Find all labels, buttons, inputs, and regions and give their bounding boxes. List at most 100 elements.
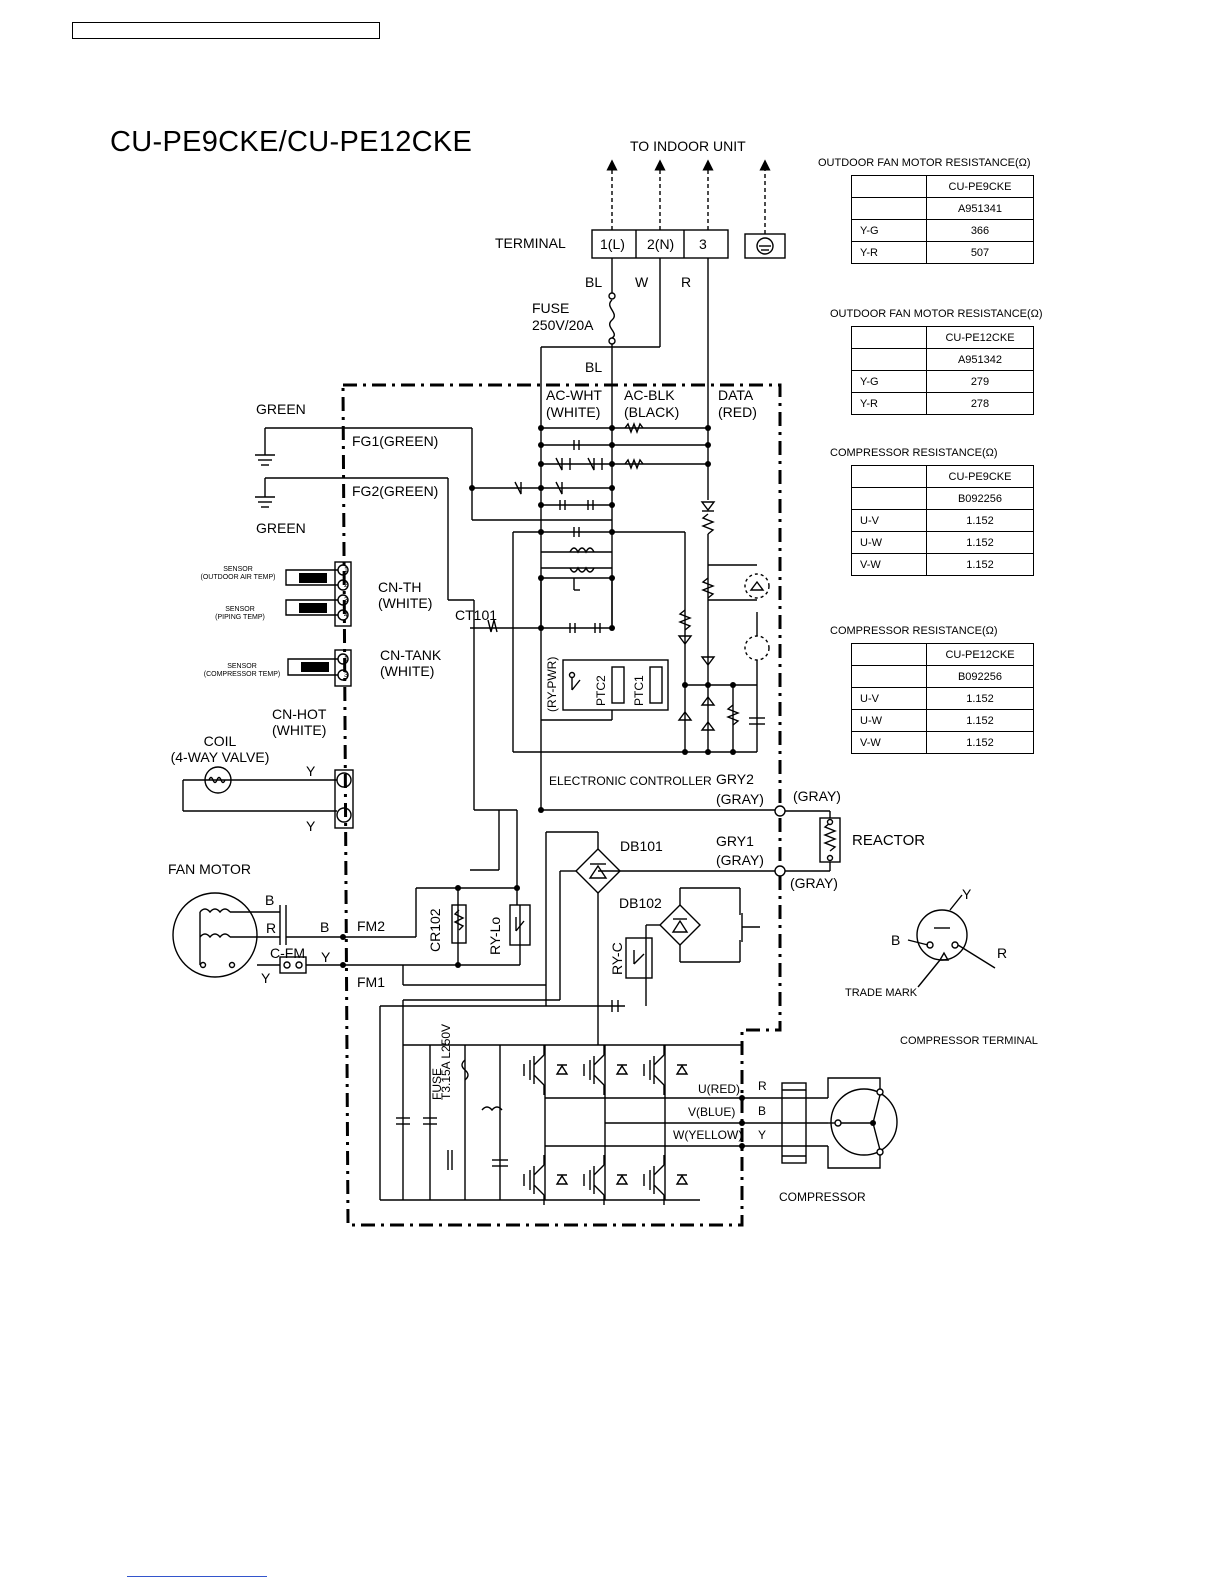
table-cell-key: Y-R [851,241,927,264]
table-cell-value: 366 [926,219,1034,242]
pin-tank-3: 3 [344,672,348,679]
compressor-label: COMPRESSOR [779,1190,866,1204]
ptc1-label: PTC1 [632,675,646,706]
reactor-label: REACTOR [852,832,925,849]
green-2: GREEN [256,520,306,536]
table-row: B092256 [851,487,1034,510]
fan-b: B [265,892,274,908]
coil-4way-valve [182,766,354,829]
table-cell-value: 279 [926,370,1034,393]
wire-y: Y [321,949,331,965]
sensor-2: SENSOR [225,606,255,613]
table-cell-value: CU-PE9CKE [926,465,1034,488]
ct-b: B [891,932,900,948]
table-cell-key [851,197,927,220]
table-row: CU-PE12CKE [851,643,1034,666]
coil-y-top: Y [306,763,316,779]
gry2-color: (GRAY) [716,791,764,807]
ct-r: R [997,945,1007,961]
cn-th-color: (WHITE) [378,595,432,611]
fm1-label: FM1 [357,974,385,990]
ptc2-label: PTC2 [594,675,608,706]
table-cell-value: A951341 [926,197,1034,220]
table-cell-value: 1.152 [926,731,1034,754]
fuse-label: FUSE [532,300,569,316]
resistance-table-title: COMPRESSOR RESISTANCE(Ω) [830,447,998,459]
table-cell-value: 1.152 [926,531,1034,554]
table-cell-key: U-V [851,687,927,710]
terminal-2: 2(N) [647,236,674,252]
ac-blk-label: AC-BLK [624,387,675,403]
igbt-transistor [643,1045,665,1095]
w-yellow-label: W(YELLOW) [673,1128,742,1142]
igbt-transistor [523,1155,545,1205]
freewheel-diode [555,1174,569,1185]
ac-wht-label: AC-WHT [546,387,602,403]
db101-label: DB101 [620,838,663,854]
inverter-module [380,1044,742,1201]
gry1-color: (GRAY) [716,852,764,868]
ct-y: Y [962,886,972,902]
ground-symbols [255,427,612,810]
table-row: B092256 [851,665,1034,688]
sensor-3: SENSOR [227,663,257,670]
table-cell-value: 1.152 [926,709,1034,732]
fan-y: Y [261,970,271,986]
sensor-1-sub: (OUTDOOR AIR TEMP) [201,574,276,581]
freewheel-diode [675,1064,689,1075]
table-row: CU-PE9CKE [851,465,1034,488]
fuse-rating: 250V/20A [532,317,594,333]
wire-bl-label: BL [585,274,602,290]
igbt-transistor [583,1045,605,1095]
resistance-table-title: OUTDOOR FAN MOTOR RESISTANCE(Ω) [830,308,1043,320]
table-cell-key: Y-G [851,370,927,393]
table-cell-value: CU-PE9CKE [926,175,1034,198]
table-cell-value: 1.152 [926,687,1034,710]
ry-c-label: RY-C [609,942,625,975]
to-indoor-label: TO INDOOR UNIT [630,138,746,154]
gry1-label: GRY1 [716,833,754,849]
gray-b: (GRAY) [790,875,838,891]
compressor-terminal-icon [907,894,996,988]
page-title: CU-PE9CKE/CU-PE12CKE [110,126,473,158]
table-cell-value: CU-PE12CKE [926,643,1034,666]
compressor [739,1077,898,1169]
gray-a: (GRAY) [793,788,841,804]
resistance-table-title: OUTDOOR FAN MOTOR RESISTANCE(Ω) [818,157,1031,169]
freewheel-diode [555,1064,569,1075]
table-cell-key [851,643,927,666]
table-cell-value: 507 [926,241,1034,264]
table-cell-value: 1.152 [926,553,1034,576]
terminal-1: 1(L) [600,236,625,252]
junction-dots-filter [469,425,711,631]
supply-lines [540,258,709,810]
terminal-block [591,229,786,259]
table-row: CU-PE12CKE [851,326,1034,349]
green-1: GREEN [256,401,306,417]
trade-mark-label: TRADE MARK [845,987,918,999]
terminal-label: TERMINAL [495,235,566,251]
data-circuit [513,445,770,755]
igbt-array [523,1045,689,1205]
fg2-label: FG2(GREEN) [352,483,438,499]
cn-hot-label: CN-HOT [272,706,327,722]
fg1-label: FG1(GREEN) [352,433,438,449]
reactor-and-rectifier [402,805,841,1045]
ry-pwr-label: (RY-PWR) [545,657,559,712]
table-cell-value: B092256 [926,487,1034,510]
cn-hot-color: (WHITE) [272,722,326,738]
ct101-label: CT101 [455,607,497,623]
